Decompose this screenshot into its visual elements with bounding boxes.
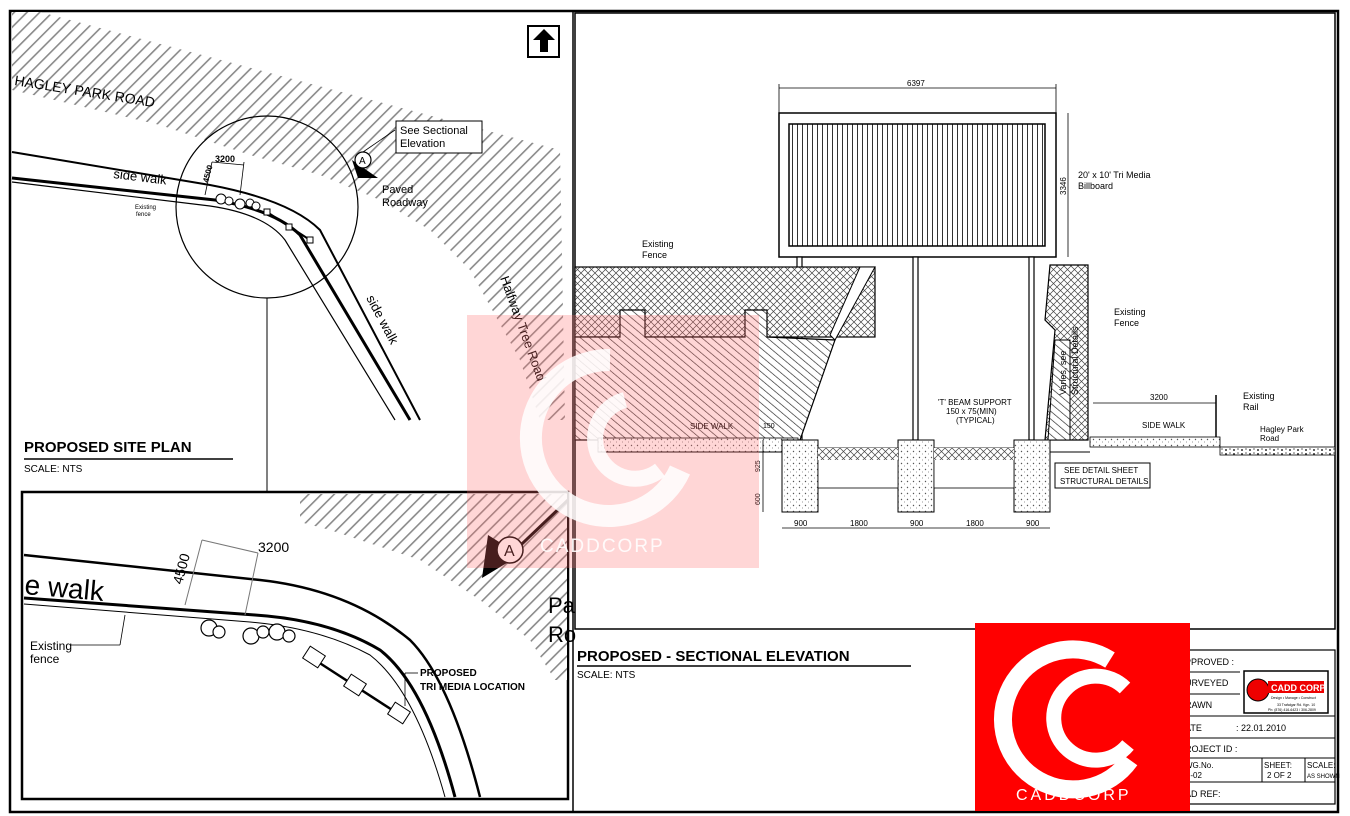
tb-scale-value: AS SHOWN xyxy=(1307,774,1340,780)
fence-label: Existing xyxy=(135,205,156,211)
beam-support-1: 'T' BEAM SUPPORT xyxy=(938,398,1012,407)
rail-label-2: Rail xyxy=(1243,402,1259,412)
hagley-label-2: Road xyxy=(1260,434,1279,443)
dim-4500: 4500 xyxy=(201,163,214,183)
beam-support-3: (TYPICAL) xyxy=(956,416,995,425)
title-block: PPROVED : URVEYED RAWN ATE : 22.01.2010 … xyxy=(1179,649,1340,805)
right-fence-label-1: Existing xyxy=(1114,307,1146,317)
dim-600: 600 xyxy=(755,493,762,505)
billboard-label-1: 20' x 10' Tri Media xyxy=(1078,170,1150,180)
dim-6397: 6397 xyxy=(907,79,925,88)
sectional-elevation: 6397 3346 20' x 10' Tri Media Billboard … xyxy=(574,12,1336,681)
tb-company-phone: Ph: (876) 416-6423 / 306-2809 xyxy=(1268,708,1316,712)
tb-dwg-value: S-02 xyxy=(1185,771,1202,780)
tb-company-name: CADD CORP xyxy=(1271,683,1326,693)
site-plan-scale: SCALE: NTS xyxy=(24,464,83,475)
structural-details-label: Structural Details xyxy=(1070,326,1080,395)
tb-sheet-label: SHEET: xyxy=(1264,761,1292,770)
detail-fence-label: Existing xyxy=(30,639,72,653)
sidewalk-left-label: SIDE WALK xyxy=(690,422,734,431)
detail-dim-3200: 3200 xyxy=(258,539,289,555)
detail-fence-label-2: fence xyxy=(30,652,60,666)
varies-label: Varies, see xyxy=(1058,351,1068,395)
watermark-text: CADDCORP xyxy=(540,536,665,557)
detail-view: e walk 3200 4500 Existing fence PROPOSED… xyxy=(20,490,576,801)
dim-3200: 3200 xyxy=(215,154,235,164)
sidewalk-label-2: side walk xyxy=(363,292,402,347)
sidewalk-label: side walk xyxy=(113,166,168,187)
dim-3200-elev: 3200 xyxy=(1150,393,1168,402)
tb-project: ROJECT ID : xyxy=(1185,744,1237,754)
detail-sheet-label-2: STRUCTURAL DETAILS xyxy=(1060,477,1148,486)
dim-150: 150 xyxy=(763,423,775,430)
elevation-scale: SCALE: NTS xyxy=(577,670,636,681)
dim-3346: 3346 xyxy=(1059,177,1068,195)
beam-support-2: 150 x 75(MIN) xyxy=(946,407,997,416)
detail-dim-4500: 4500 xyxy=(169,551,193,585)
right-fence-label-2: Fence xyxy=(1114,318,1139,328)
bottom-dim-2: 1800 xyxy=(850,519,868,528)
site-plan: HAGLEY PARK ROAD side walk side walk Pav… xyxy=(11,12,565,492)
bottom-dim-1: 900 xyxy=(794,519,808,528)
dim-925: 925 xyxy=(755,460,762,472)
bottom-dim-5: 900 xyxy=(1026,519,1040,528)
site-plan-title: PROPOSED SITE PLAN xyxy=(24,439,192,456)
callout-see-sectional: See Sectional xyxy=(400,125,468,137)
sheet-border xyxy=(8,9,1340,814)
caddcorp-logo-watermark: CADDCORP xyxy=(975,623,1190,811)
sidewalk-right-label: SIDE WALK xyxy=(1142,421,1186,430)
tb-dwg-label: WG.No. xyxy=(1185,761,1213,770)
bottom-dim-4: 1800 xyxy=(966,519,984,528)
tri-media-location-2: TRI MEDIA LOCATION xyxy=(420,682,525,693)
fence-label-2: fence xyxy=(136,212,151,218)
billboard-label-2: Billboard xyxy=(1078,181,1113,191)
detail-sheet-label-1: SEE DETAIL SHEET xyxy=(1064,466,1138,475)
tb-surveyed: URVEYED xyxy=(1185,678,1229,688)
bottom-dim-3: 900 xyxy=(910,519,924,528)
tb-cad-ref: AD REF: xyxy=(1185,789,1221,799)
detail-road-1: Pa xyxy=(548,593,576,618)
detail-road-2: Ro xyxy=(548,622,576,647)
left-fence-label-2: Fence xyxy=(642,250,667,260)
left-fence-label-1: Existing xyxy=(642,239,674,249)
detail-marker-a: A xyxy=(504,543,515,560)
tb-date-value: : 22.01.2010 xyxy=(1236,723,1286,733)
tb-company-tag: Design • Manage • Construct xyxy=(1271,696,1316,700)
callout-elevation: Elevation xyxy=(400,138,445,150)
rail-label-1: Existing xyxy=(1243,391,1275,401)
center-watermark: CADDCORP xyxy=(467,315,759,568)
tri-media-location-1: PROPOSED xyxy=(420,668,477,679)
hagley-label-1: Hagley Park xyxy=(1260,425,1305,434)
tb-approved: PPROVED : xyxy=(1185,657,1234,667)
tb-sheet-value: 2 OF 2 xyxy=(1267,771,1292,780)
elevation-title: PROPOSED - SECTIONAL ELEVATION xyxy=(577,648,850,665)
detail-sidewalk-label: e walk xyxy=(23,569,106,607)
tb-drawn: RAWN xyxy=(1185,700,1212,710)
tb-company-addr: 33 Trafalgar Rd. Kgn. 10 xyxy=(1277,703,1315,707)
roadway-label: Roadway xyxy=(382,197,428,209)
logo-text: CADDCORP xyxy=(1016,787,1132,804)
tb-date-label: ATE xyxy=(1185,723,1202,733)
marker-a: A xyxy=(359,156,366,167)
paved-label: Paved xyxy=(382,184,413,196)
tb-scale-label: SCALE: xyxy=(1307,761,1335,770)
